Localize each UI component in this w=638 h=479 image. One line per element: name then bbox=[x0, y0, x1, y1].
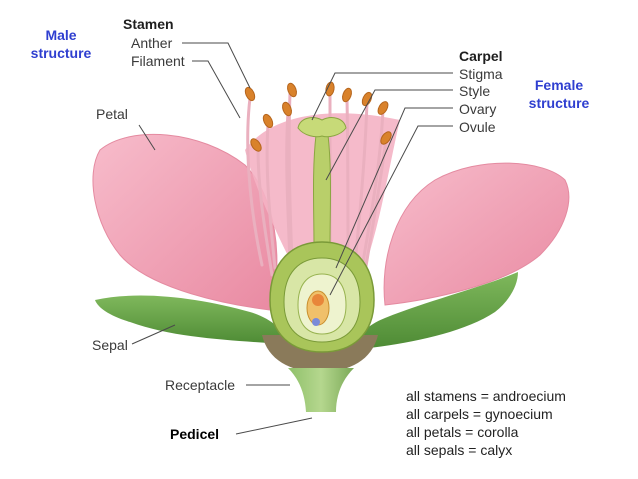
carpel-stigma bbox=[297, 117, 347, 138]
stamen-heading: Stamen bbox=[123, 16, 174, 32]
summary-corolla: all petals = corolla bbox=[406, 424, 519, 440]
right-sepal bbox=[352, 272, 518, 350]
ovule-core bbox=[312, 294, 324, 306]
summary-calyx: all sepals = calyx bbox=[406, 442, 513, 458]
style-label: Style bbox=[459, 83, 491, 99]
ovule-label: Ovule bbox=[459, 119, 496, 135]
filament-label: Filament bbox=[131, 53, 185, 69]
summary-gynoecium: all carpels = gynoecium bbox=[406, 406, 553, 422]
pedicel-label: Pedicel bbox=[170, 426, 220, 442]
ovule-nucleus bbox=[312, 318, 320, 326]
female-structure-label: Female structure bbox=[528, 77, 590, 111]
ovary-label: Ovary bbox=[459, 101, 497, 117]
stigma-label: Stigma bbox=[459, 66, 503, 82]
pedicel-shape bbox=[288, 368, 354, 412]
petal-label: Petal bbox=[96, 106, 128, 122]
carpel-heading: Carpel bbox=[459, 48, 503, 64]
summary-androecium: all stamens = androecium bbox=[406, 388, 566, 404]
male-structure-label: Male structure bbox=[30, 27, 92, 61]
left-sepal bbox=[95, 295, 290, 345]
right-petal bbox=[383, 162, 570, 306]
sepal-label: Sepal bbox=[92, 337, 128, 353]
leader-lines bbox=[131, 42, 453, 435]
anthers bbox=[244, 81, 392, 152]
receptacle-label: Receptacle bbox=[165, 377, 236, 393]
anther-label: Anther bbox=[131, 35, 173, 51]
carpel-style bbox=[313, 134, 331, 249]
